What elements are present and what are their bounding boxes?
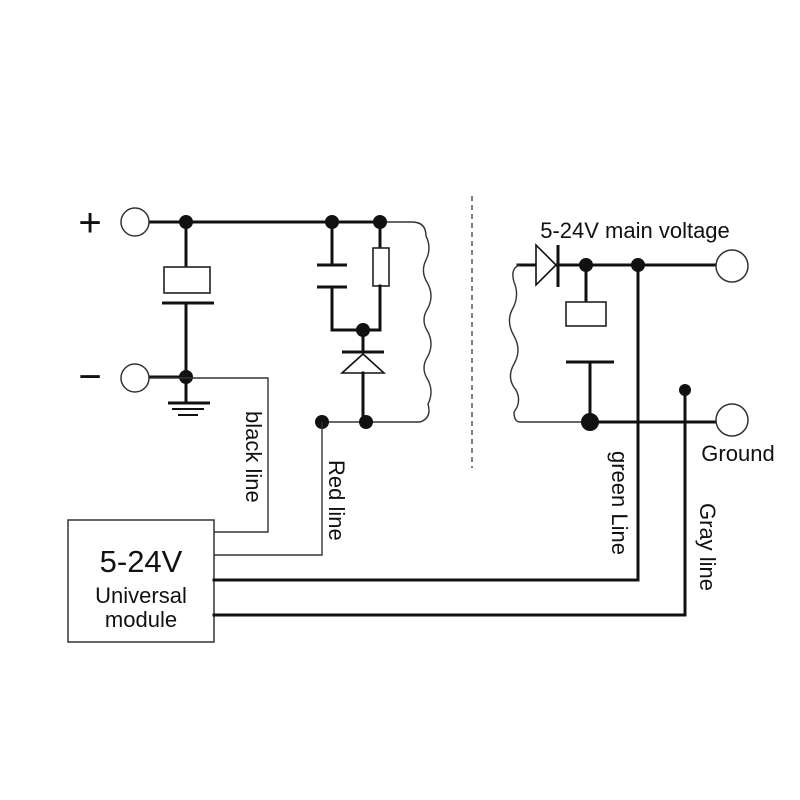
black-line-label: black line <box>241 411 266 503</box>
module-type-label: module <box>105 607 177 632</box>
module-voltage-label: 5-24V <box>100 544 183 579</box>
minus-sign: − <box>78 355 101 399</box>
ground-label: Ground <box>701 441 774 466</box>
module-name-label: Universal <box>95 583 187 608</box>
resistor <box>372 247 390 287</box>
right-circuit <box>508 243 749 437</box>
gray-line-wire <box>212 388 687 617</box>
negative-terminal <box>120 363 150 393</box>
ground-terminal <box>715 403 749 437</box>
red-line-label: Red line <box>324 460 349 541</box>
plus-sign: + <box>78 201 101 245</box>
right-transformer-coil <box>508 264 521 423</box>
main-voltage-terminal <box>715 249 749 283</box>
black-line-wire <box>150 377 269 533</box>
left-circuit: + − <box>78 201 432 429</box>
right-component <box>565 301 607 327</box>
left-transformer-coil <box>411 221 432 423</box>
universal-module-box <box>67 519 215 643</box>
green-line-wire <box>212 263 640 582</box>
green-line-label: green Line <box>607 451 632 555</box>
diode-horizontal <box>535 243 558 287</box>
gray-line-label: Gray line <box>695 503 720 591</box>
main-voltage-label: 5-24V main voltage <box>540 218 730 243</box>
left-component <box>163 266 211 294</box>
red-line-wire <box>214 422 323 556</box>
diode-vertical <box>339 352 387 374</box>
ground-symbol <box>168 401 210 416</box>
positive-terminal <box>120 207 150 237</box>
